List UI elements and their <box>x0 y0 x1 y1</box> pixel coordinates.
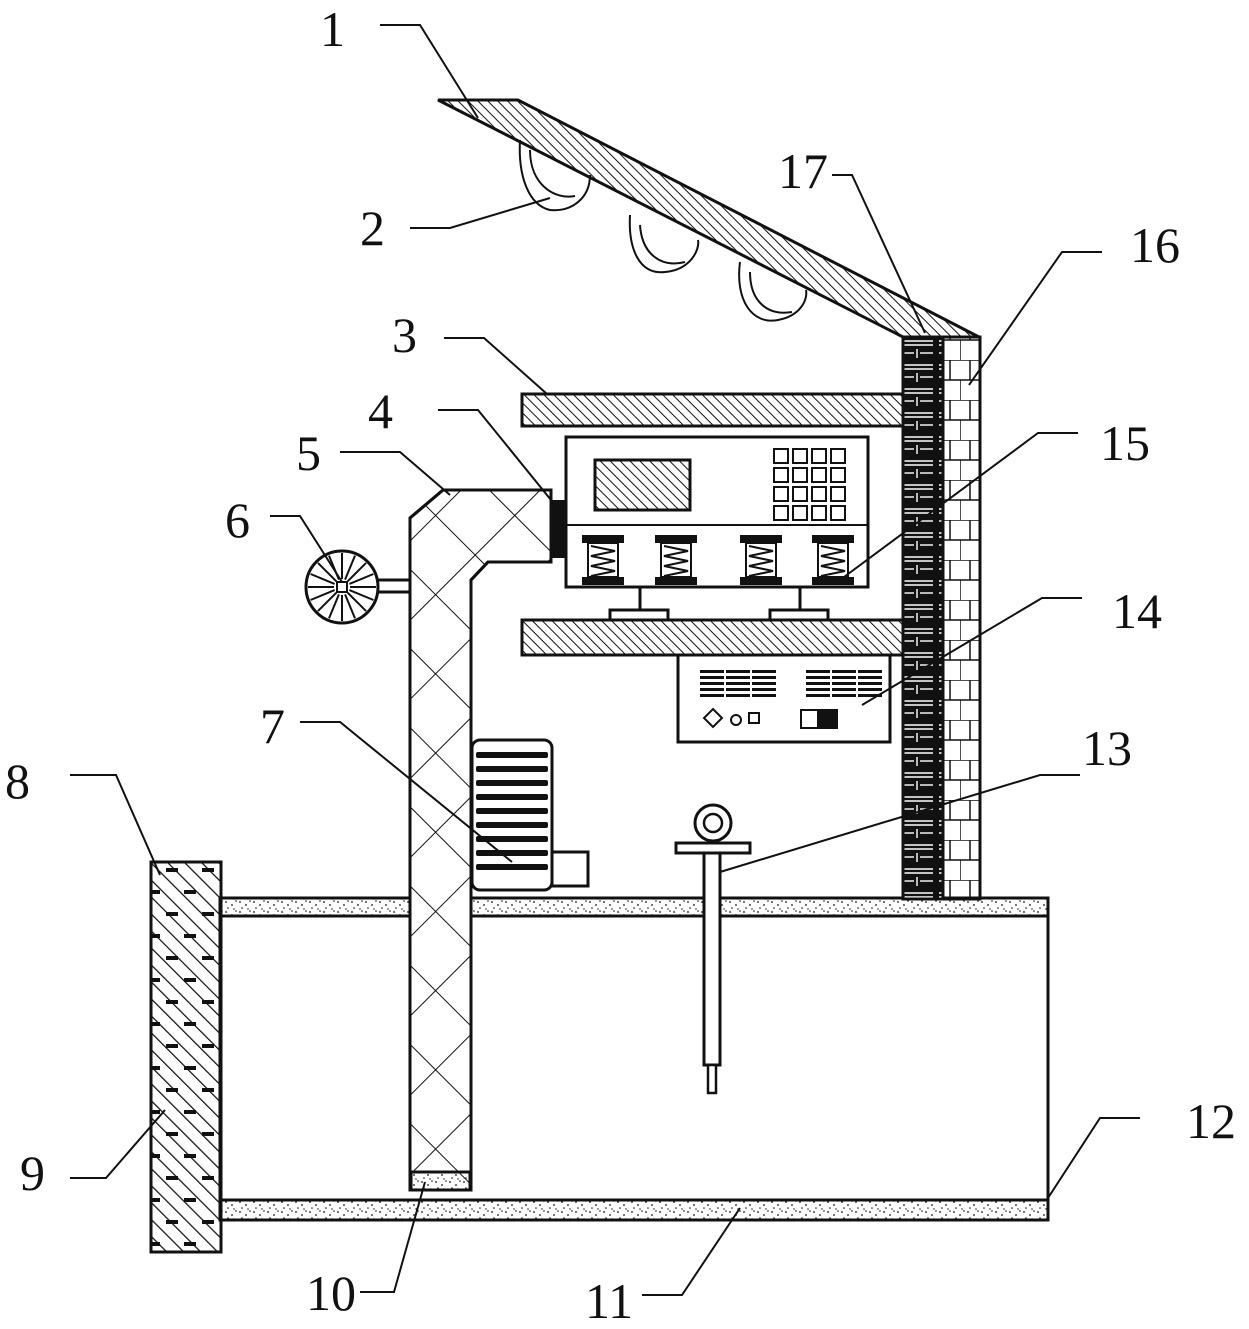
leader-lines <box>70 24 1140 1296</box>
keypad <box>773 448 846 521</box>
pipe-filter-10 <box>409 1170 472 1192</box>
label-4: 4 <box>368 383 393 439</box>
label-1: 1 <box>320 1 345 57</box>
label-9: 9 <box>20 1145 45 1201</box>
inclined-pipe <box>408 488 553 1192</box>
connector-4 <box>551 500 567 558</box>
label-3: 3 <box>392 307 417 363</box>
callout-labels: 1 2 3 4 5 6 7 8 9 10 11 12 13 14 15 16 1… <box>5 1 1236 1329</box>
lamps-2 <box>518 139 808 322</box>
level-sensor <box>674 803 752 1095</box>
control-unit <box>564 435 870 622</box>
pillar-17 <box>901 335 945 901</box>
water-pump <box>470 738 590 892</box>
label-16: 16 <box>1130 217 1180 273</box>
label-12: 12 <box>1186 1093 1236 1149</box>
label-6: 6 <box>225 492 250 548</box>
label-17: 17 <box>778 143 828 199</box>
pressure-gauge <box>304 549 410 625</box>
shelf-lower <box>520 618 907 657</box>
label-7: 7 <box>260 698 285 754</box>
display-screen <box>593 458 692 512</box>
label-13: 13 <box>1082 720 1132 776</box>
label-11: 11 <box>585 1273 633 1329</box>
label-8: 8 <box>5 753 30 809</box>
shelf-3 <box>520 392 907 428</box>
gauge-board <box>149 860 223 1254</box>
label-10: 10 <box>306 1265 356 1321</box>
label-5: 5 <box>296 425 321 481</box>
label-14: 14 <box>1112 583 1162 639</box>
roof-1 <box>437 98 980 339</box>
label-2: 2 <box>360 200 385 256</box>
channel-bottom-strip <box>218 1198 1050 1222</box>
channel-top-strip <box>218 896 1050 918</box>
label-15: 15 <box>1100 415 1150 471</box>
controller-14 <box>676 653 892 744</box>
wall-16 <box>941 335 982 901</box>
springs-15 <box>582 535 854 585</box>
water-channel <box>218 896 1050 1222</box>
